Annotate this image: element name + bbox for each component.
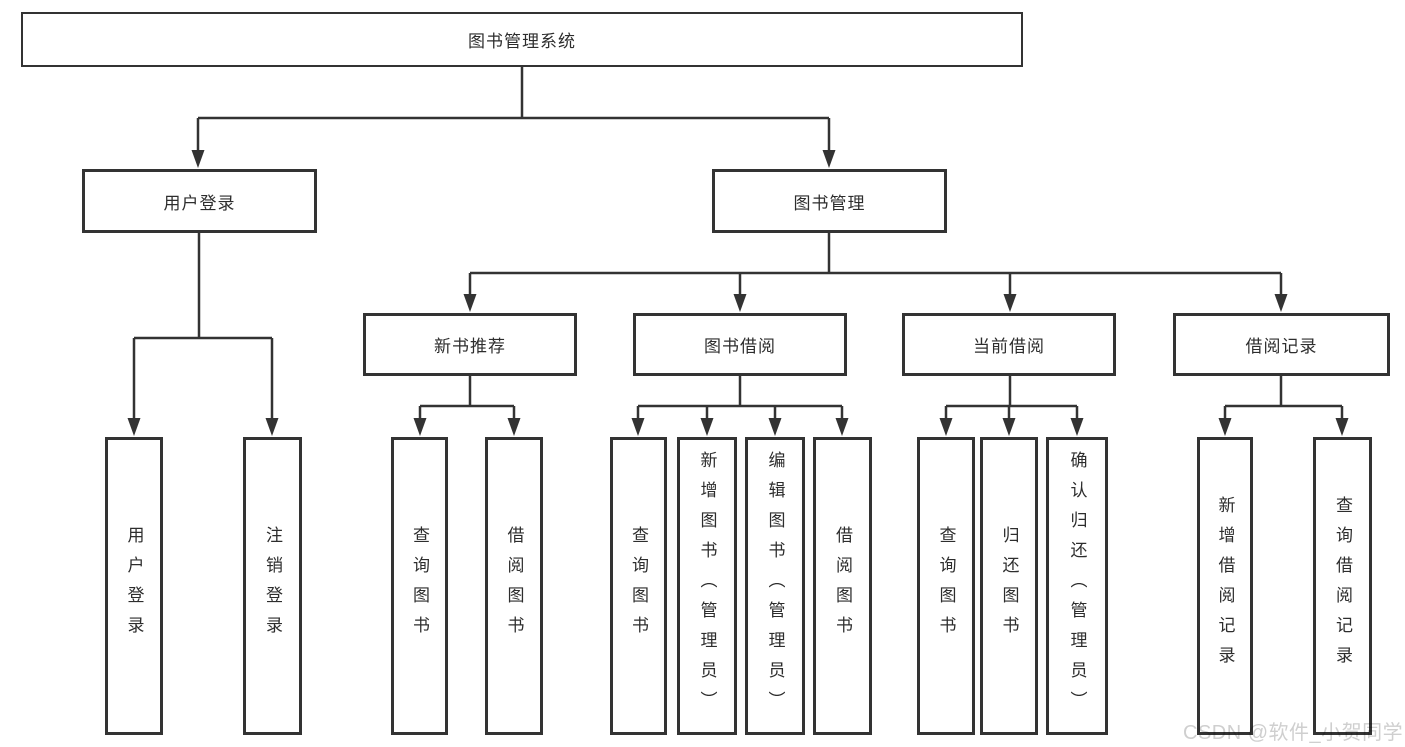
leaf-add-books-admin: 新增图书（管理员）: [677, 437, 737, 735]
node-current-borrow: 当前借阅: [902, 313, 1116, 376]
leaf-add-books-admin-label: 新增图书（管理员）: [697, 451, 717, 721]
node-borrow-records: 借阅记录: [1173, 313, 1390, 376]
spine-new-book-recommend-children: [420, 376, 514, 408]
connector-spines: [134, 67, 1342, 408]
leaf-confirm-return-admin-label: 确认归还（管理员）: [1067, 451, 1087, 721]
node-book-borrow: 图书借阅: [633, 313, 847, 376]
leaf-query-books-3-label: 查询图书: [936, 526, 956, 646]
leaf-logout-login: 注销登录: [243, 437, 302, 735]
leaf-return-books: 归还图书: [980, 437, 1038, 735]
leaf-query-books-1: 查询图书: [391, 437, 448, 735]
spine-book-management-children: [470, 233, 1281, 275]
node-new-book-recommend: 新书推荐: [363, 313, 577, 376]
spine-borrow-records-children: [1225, 376, 1342, 408]
connector-arrowheads: [127, 150, 1349, 436]
leaf-borrow-books-1-label: 借阅图书: [504, 526, 524, 646]
node-root: 图书管理系统: [21, 12, 1023, 67]
node-book-management: 图书管理: [712, 169, 947, 233]
leaf-query-books-2-label: 查询图书: [629, 526, 648, 646]
leaf-edit-books-admin: 编辑图书（管理员）: [745, 437, 805, 735]
spine-user-login-children: [134, 233, 272, 340]
leaf-borrow-books-2: 借阅图书: [813, 437, 872, 735]
leaf-query-books-1-label: 查询图书: [410, 526, 429, 646]
leaf-query-books-3: 查询图书: [917, 437, 975, 735]
leaf-query-books-2: 查询图书: [610, 437, 667, 735]
leaf-add-borrow-record-label: 新增借阅记录: [1215, 496, 1235, 676]
spine-current-borrow-children: [946, 376, 1077, 408]
leaf-query-borrow-record: 查询借阅记录: [1313, 437, 1372, 735]
leaf-query-borrow-record-label: 查询借阅记录: [1333, 496, 1352, 676]
leaf-edit-books-admin-label: 编辑图书（管理员）: [765, 451, 785, 721]
spine-root-to-level2: [198, 67, 829, 120]
node-user-login: 用户登录: [82, 169, 317, 233]
leaf-add-borrow-record: 新增借阅记录: [1197, 437, 1253, 735]
leaf-confirm-return-admin: 确认归还（管理员）: [1046, 437, 1108, 735]
leaf-logout-login-label: 注销登录: [263, 526, 282, 646]
csdn-watermark: CSDN @软件_小贺同学: [1183, 722, 1404, 744]
leaf-borrow-books-2-label: 借阅图书: [833, 526, 852, 646]
leaf-return-books-label: 归还图书: [999, 526, 1019, 646]
leaf-user-login-label: 用户登录: [124, 526, 144, 646]
leaf-borrow-books-1: 借阅图书: [485, 437, 543, 735]
spine-book-borrow-children: [638, 376, 842, 408]
leaf-user-login: 用户登录: [105, 437, 163, 735]
